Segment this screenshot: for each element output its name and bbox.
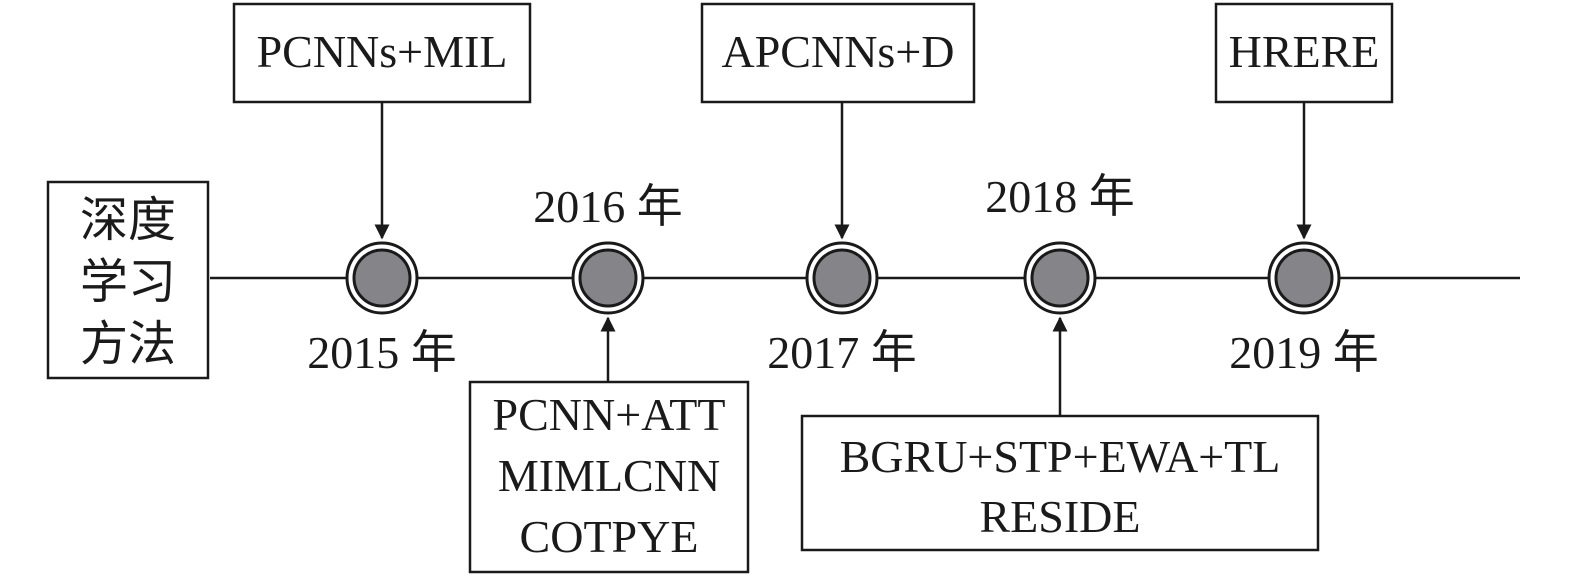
timeline-node-2016 xyxy=(571,241,645,315)
model-label-2018-2: RESIDE xyxy=(980,491,1141,542)
title-line-3: 方法 xyxy=(80,318,176,371)
model-label-2016-1: PCNN+ATT xyxy=(493,389,726,440)
year-label-2017: 2017 年 xyxy=(767,327,917,378)
model-label-2016-2: MIMLCNN xyxy=(498,450,720,501)
timeline-node-2015 xyxy=(345,241,419,315)
model-box-2019 xyxy=(1214,2,1394,104)
timeline-node-2019 xyxy=(1267,241,1341,315)
model-box-2018 xyxy=(800,414,1320,552)
timeline-node-2017 xyxy=(805,241,879,315)
model-label-2017: APCNNs+D xyxy=(722,26,955,77)
title-line-1: 深度 xyxy=(80,194,176,247)
model-label-2015: PCNNs+MIL xyxy=(257,26,508,77)
year-label-2018: 2018 年 xyxy=(985,171,1135,222)
model-box-2016 xyxy=(468,380,750,574)
model-label-2016-3: COTPYE xyxy=(520,511,699,562)
year-label-2016: 2016 年 xyxy=(533,181,683,232)
model-box-2017 xyxy=(700,2,976,104)
title-line-2: 学习 xyxy=(80,256,176,309)
timeline-node-2018 xyxy=(1023,241,1097,315)
title-box xyxy=(46,180,210,380)
year-label-2015: 2015 年 xyxy=(307,327,457,378)
model-label-2018-1: BGRU+STP+EWA+TL xyxy=(840,431,1281,482)
year-label-2019: 2019 年 xyxy=(1229,327,1379,378)
model-label-2019: HRERE xyxy=(1229,26,1380,77)
